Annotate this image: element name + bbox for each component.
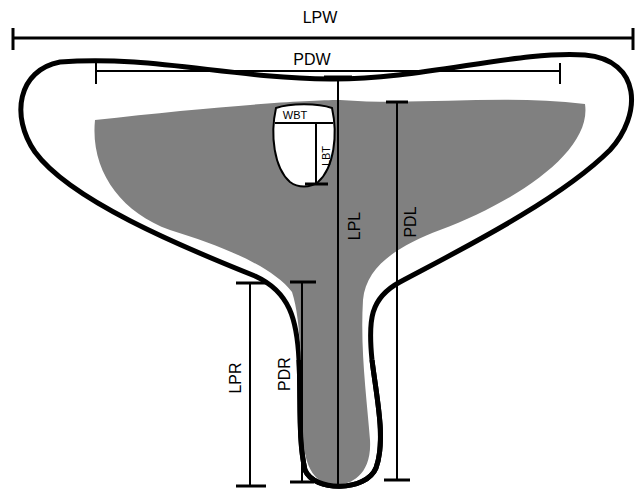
dimension-tick (559, 63, 561, 84)
dimension-line (315, 123, 317, 184)
dimension-label: WBT (283, 110, 307, 121)
dimension-tick (384, 479, 410, 482)
dimension-line (396, 102, 398, 480)
central-opening (273, 104, 334, 186)
dimension-tick (290, 281, 316, 284)
dimension-label: LPR (228, 362, 244, 393)
dimension-line (12, 37, 634, 40)
dimension-tick (236, 282, 266, 285)
dimension-line (96, 70, 560, 72)
outer-outline (21, 54, 632, 486)
dimension-tick (632, 28, 635, 50)
dimension-line (337, 76, 339, 486)
dimension-label: PDL (403, 206, 419, 237)
dimension-label: LPW (303, 10, 338, 26)
dimension-tick (324, 76, 352, 79)
dimension-line (275, 122, 333, 124)
outer-outline-stroke (299, 360, 381, 486)
dimension-label: LBT (321, 146, 332, 166)
dimension-tick (12, 28, 15, 50)
dimension-line (249, 283, 251, 486)
dimension-tick (95, 63, 97, 84)
inner-region (94, 100, 585, 485)
dimension-tick (305, 183, 328, 186)
dimension-label: LPL (347, 212, 363, 240)
dimension-line (301, 282, 303, 482)
dimension-tick (386, 101, 408, 104)
dimension-lines (12, 28, 634, 486)
dimension-tick (290, 481, 314, 484)
dimension-tick (236, 485, 266, 488)
dimension-label: PDR (277, 357, 293, 391)
dimension-label: PDW (293, 52, 330, 68)
